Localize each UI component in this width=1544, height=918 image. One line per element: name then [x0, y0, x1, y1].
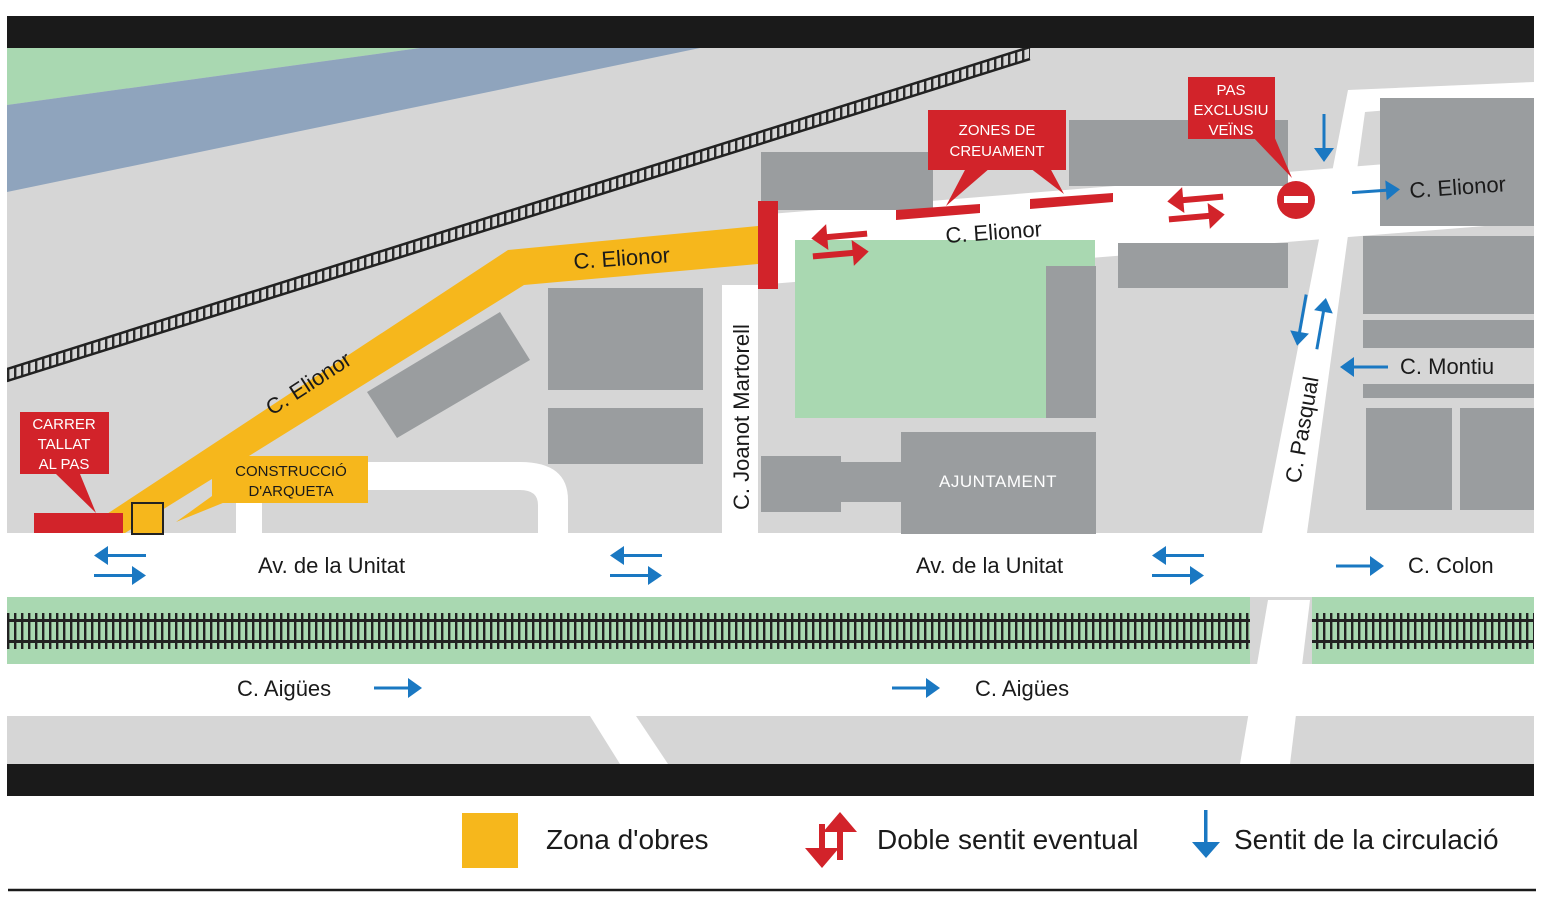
river — [7, 48, 700, 192]
label-unitat-right: Av. de la Unitat — [916, 553, 1063, 578]
label-colon: C. Colon — [1408, 553, 1494, 578]
no-entry-icon — [1277, 181, 1315, 219]
callout-pas-line1: PAS — [1217, 82, 1246, 99]
callout-construccio-line1: CONSTRUCCIÓ — [235, 463, 347, 480]
callout-pas-exclusiu: PAS EXCLUSIU VEÏNS — [1188, 77, 1292, 178]
legend-works-label: Zona d'obres — [546, 824, 709, 855]
legend-flow-icon — [1192, 810, 1220, 858]
label-aigues-left: C. Aigües — [237, 676, 331, 701]
flow-arrow-icon — [374, 114, 1400, 698]
callout-pas-line3: VEÏNS — [1208, 122, 1253, 139]
legend-works-swatch — [462, 813, 518, 868]
top-frame-bar — [7, 16, 1534, 48]
park — [795, 240, 1095, 418]
callout-carrer-tallat-line2: TALLAT — [38, 436, 91, 453]
callout-construccio-line2: D'ARQUETA — [248, 483, 333, 500]
diagonal-railway — [7, 48, 1031, 383]
callout-pas-line2: EXCLUSIU — [1193, 102, 1268, 119]
legend: Zona d'obres Doble sentit eventual Senti… — [462, 810, 1499, 868]
callout-construccio: CONSTRUCCIÓ D'ARQUETA — [176, 456, 368, 522]
legend-two-way-icon — [805, 812, 857, 868]
two-way-arrows-icon — [811, 187, 1225, 266]
bottom-frame-bar — [7, 764, 1534, 796]
buildings — [367, 98, 1534, 534]
callout-carrer-tallat-line3: AL PAS — [39, 456, 90, 473]
two-way-flow-arrows — [94, 294, 1333, 585]
horizontal-railway — [7, 613, 1534, 649]
legend-two-way-label: Doble sentit eventual — [877, 824, 1139, 855]
callout-zones-line1: ZONES DE — [959, 122, 1036, 139]
map-area: C. Elionor C. Elionor C. Elionor C. Elio… — [7, 48, 1534, 764]
callout-carrer-tallat: CARRER TALLAT AL PAS — [20, 412, 109, 513]
callout-carrer-tallat-line1: CARRER — [32, 416, 96, 433]
label-montiu: C. Montiu — [1400, 354, 1494, 379]
legend-flow-label: Sentit de la circulació — [1234, 824, 1499, 855]
callout-zones-line2: CREUAMENT — [949, 143, 1044, 160]
label-joanot-martorell: C. Joanot Martorell — [729, 324, 754, 510]
label-aigues-right: C. Aigües — [975, 676, 1069, 701]
barriers — [34, 193, 1113, 533]
callout-zones-creuament: ZONES DE CREUAMENT — [928, 110, 1066, 206]
label-unitat-left: Av. de la Unitat — [258, 553, 405, 578]
works-square — [131, 502, 164, 535]
label-ajuntament: AJUNTAMENT — [939, 472, 1057, 491]
